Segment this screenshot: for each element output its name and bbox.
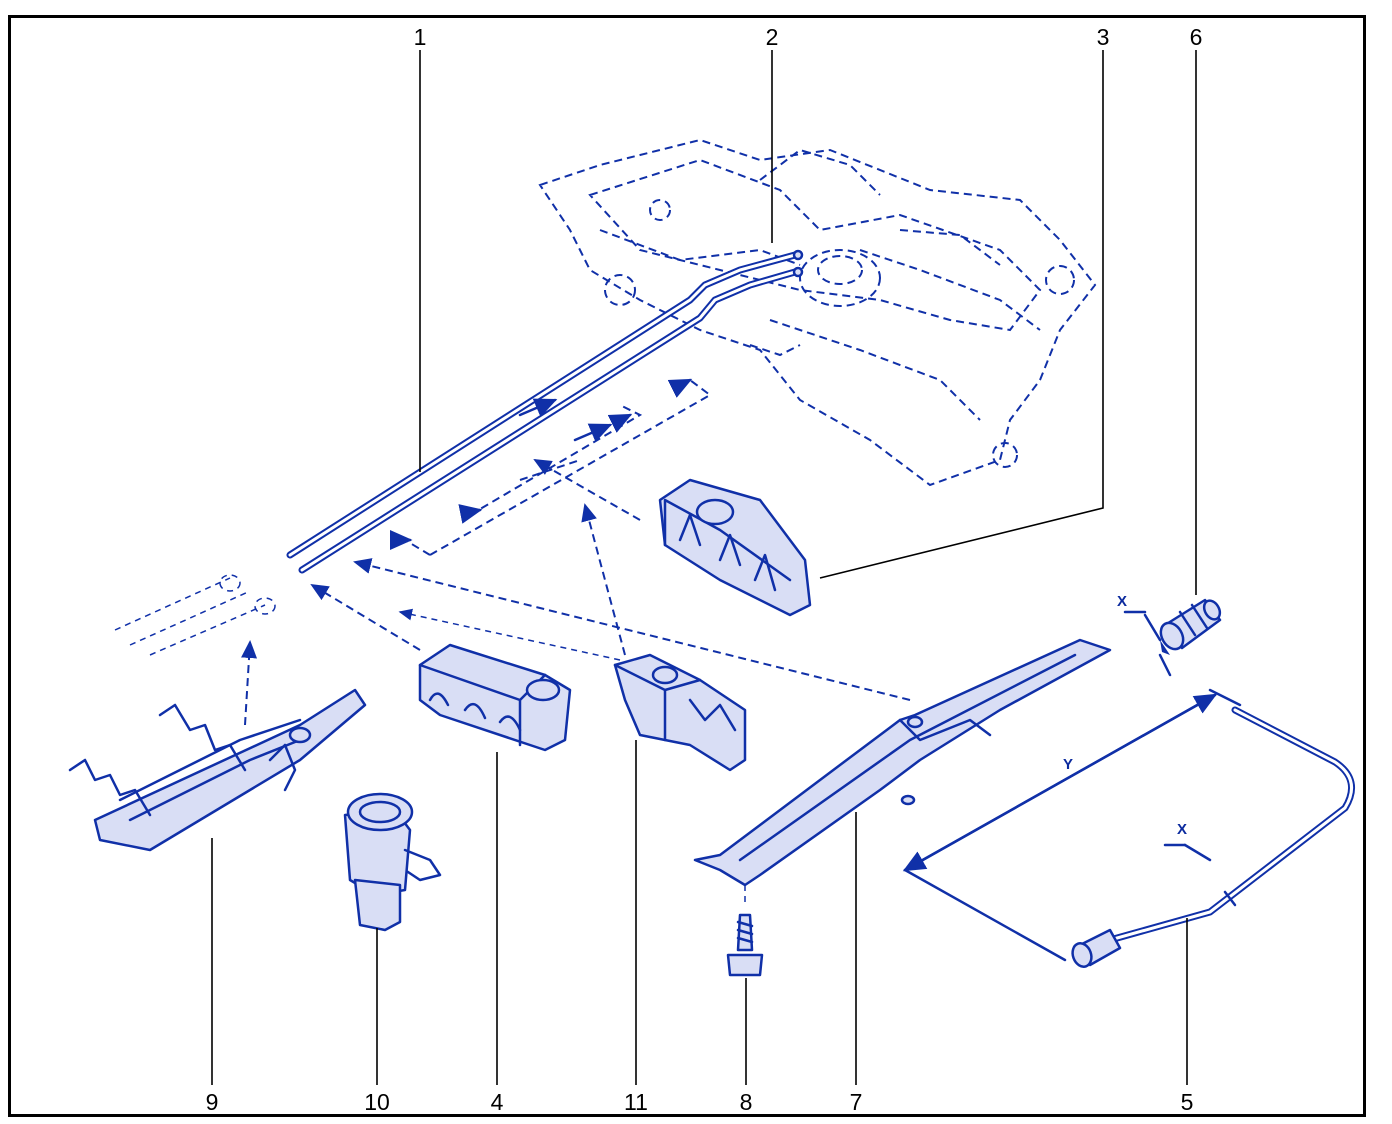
clip-block-part-3	[658, 478, 812, 617]
fuel-tank-outline	[538, 138, 1097, 487]
bracket-rail-part-7	[693, 638, 1112, 887]
screw-part-8	[726, 885, 764, 977]
diagram-frame	[8, 15, 1366, 1117]
pipe-clip-part-4	[418, 643, 572, 752]
callout-10: 10	[364, 1089, 390, 1115]
callout-8: 8	[740, 1089, 753, 1115]
callout-6: 6	[1190, 24, 1203, 50]
dimension-marks: X X Y	[902, 593, 1242, 962]
callout-2: 2	[766, 24, 779, 50]
dimension-x-bottom: X	[1177, 821, 1187, 838]
fuel-pipes	[286, 249, 804, 574]
fitting-part-6	[1159, 598, 1222, 651]
callout-3: 3	[1097, 24, 1110, 50]
callout-1: 1	[414, 24, 427, 50]
callout-labels: 1 2 3 6 9 10 4 11 8 7 5	[206, 24, 1203, 1115]
callout-7: 7	[850, 1089, 863, 1115]
callout-4: 4	[491, 1089, 504, 1115]
connector-part-10	[343, 792, 442, 932]
bent-pipe-part-5	[1071, 706, 1356, 968]
callout-5: 5	[1181, 1089, 1194, 1115]
dimension-y: Y	[1063, 756, 1073, 773]
clip-part-11	[613, 653, 747, 772]
callout-9: 9	[206, 1089, 219, 1115]
clip-position-guides	[241, 378, 911, 726]
leader-lines	[211, 50, 1197, 1085]
dimension-x-top: X	[1117, 593, 1127, 610]
callout-11: 11	[624, 1089, 648, 1115]
multi-clip-holder-part-9	[68, 574, 367, 852]
